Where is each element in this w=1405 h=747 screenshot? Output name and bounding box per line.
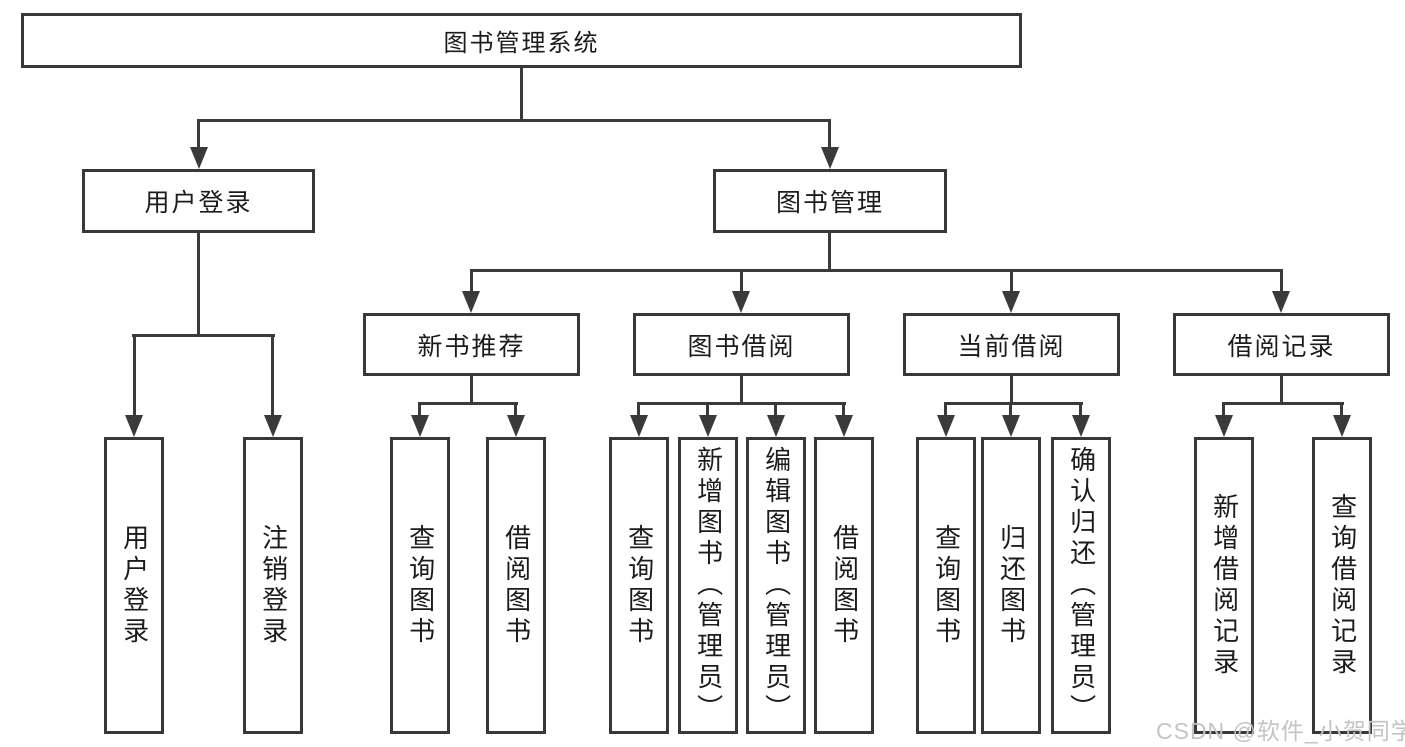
connector-root-stem: [520, 68, 523, 120]
connector-user-login-bus: [132, 334, 275, 337]
connector-stem-bb-borrow: [842, 402, 845, 417]
connector-new-books-bus: [418, 402, 518, 405]
connector-stem-nb-borrow: [514, 402, 517, 417]
connector-stem-leaf-logout: [271, 334, 274, 418]
connector-stem-br-add: [1222, 402, 1225, 417]
node-label: 编辑图书（管理员）: [761, 446, 792, 725]
arrow-to-nb-search: [411, 415, 429, 437]
arrow-to-bb-borrow: [835, 415, 853, 437]
arrow-to-book-mgmt: [821, 147, 839, 169]
node-leaf-logout: 注销登录: [243, 437, 303, 734]
node-label: 用户登录: [119, 523, 150, 648]
connector-stem-nb-search: [418, 402, 421, 417]
node-label: 借阅图书: [829, 523, 860, 648]
node-leaf-bb-edit-books-admin: 编辑图书（管理员）: [746, 437, 806, 734]
node-label: 图书借阅: [687, 332, 796, 361]
connector-stem-book-mgmt: [828, 119, 831, 150]
connector-stem-bb-search: [637, 402, 640, 417]
node-label: 当前借阅: [957, 332, 1066, 361]
connector-book-borrow-stem: [740, 376, 743, 404]
connector-stem-bb-add: [706, 402, 709, 417]
arrow-to-bb-search: [630, 415, 648, 437]
connector-stem-cb-confirm: [1079, 402, 1082, 417]
arrow-to-br-add: [1215, 415, 1233, 437]
arrow-to-cb-confirm: [1072, 415, 1090, 437]
node-leaf-cb-return-books: 归还图书: [981, 437, 1041, 734]
node-label: 查询借阅记录: [1327, 492, 1358, 679]
node-label: 查询图书: [931, 523, 962, 648]
connector-book-mgmt-stem: [828, 233, 831, 272]
connector-stem-new-books: [470, 269, 473, 293]
arrow-to-book-borrow: [732, 291, 750, 313]
node-book-mgmt: 图书管理: [713, 169, 947, 233]
connector-l2-bus: [197, 119, 831, 122]
connector-book-borrow-bus: [637, 402, 846, 405]
arrow-to-nb-borrow: [507, 415, 525, 437]
node-user-login: 用户登录: [82, 169, 315, 233]
node-label: 新书推荐: [417, 332, 526, 361]
node-new-books: 新书推荐: [363, 313, 580, 376]
node-leaf-user-login: 用户登录: [104, 437, 164, 734]
arrow-to-current-borrow: [1002, 291, 1020, 313]
arrow-to-leaf-user-login: [125, 415, 143, 437]
node-label: 借阅记录: [1227, 332, 1336, 361]
node-label: 查询图书: [624, 523, 655, 648]
node-root-library-system: 图书管理系统: [21, 13, 1022, 68]
node-leaf-nb-search-books: 查询图书: [390, 437, 450, 734]
connector-stem-user-login: [197, 119, 200, 150]
node-current-borrow: 当前借阅: [903, 313, 1120, 376]
node-book-borrow: 图书借阅: [633, 313, 850, 376]
node-label: 查询图书: [405, 523, 436, 648]
arrow-to-leaf-logout: [264, 415, 282, 437]
connector-current-borrow-stem: [1010, 376, 1013, 404]
node-leaf-br-search-record: 查询借阅记录: [1312, 437, 1372, 734]
node-label: 图书管理系统: [443, 30, 600, 57]
connector-new-books-stem: [470, 376, 473, 404]
arrow-to-bb-add: [699, 415, 717, 437]
node-label: 用户登录: [144, 189, 253, 217]
node-leaf-bb-borrow-books: 借阅图书: [814, 437, 874, 734]
connector-stem-cb-search: [944, 402, 947, 417]
node-leaf-bb-search-books: 查询图书: [609, 437, 669, 734]
connector-borrow-records-bus: [1222, 402, 1344, 405]
arrow-to-new-books: [462, 291, 480, 313]
connector-stem-leaf-user-login: [133, 334, 136, 418]
node-label: 注销登录: [258, 523, 289, 648]
connector-stem-borrow-records: [1280, 269, 1283, 293]
arrow-to-bb-edit: [767, 415, 785, 437]
node-label: 确认归还（管理员）: [1066, 446, 1097, 725]
connector-stem-br-search: [1340, 402, 1343, 417]
arrow-to-cb-search: [937, 415, 955, 437]
node-borrow-records: 借阅记录: [1173, 313, 1390, 376]
node-label: 归还图书: [996, 523, 1027, 648]
arrow-to-user-login: [190, 147, 208, 169]
csdn-watermark: CSDN @软件_小贺同学: [1156, 718, 1405, 744]
node-leaf-cb-search-books: 查询图书: [916, 437, 976, 734]
connector-user-login-stem: [197, 233, 200, 336]
node-leaf-bb-add-books-admin: 新增图书（管理员）: [678, 437, 738, 734]
connector-l3-bus: [470, 269, 1283, 272]
arrow-to-br-search: [1333, 415, 1351, 437]
node-leaf-br-add-record: 新增借阅记录: [1194, 437, 1254, 734]
connector-current-borrow-bus: [944, 402, 1083, 405]
node-leaf-cb-confirm-return-admin: 确认归还（管理员）: [1051, 437, 1111, 734]
connector-stem-cb-return: [1009, 402, 1012, 417]
connector-borrow-records-stem: [1280, 376, 1283, 404]
connector-stem-current-borrow: [1010, 269, 1013, 293]
arrow-to-borrow-records: [1272, 291, 1290, 313]
node-leaf-nb-borrow-books: 借阅图书: [486, 437, 546, 734]
connector-stem-bb-edit: [774, 402, 777, 417]
arrow-to-cb-return: [1002, 415, 1020, 437]
node-label: 借阅图书: [501, 523, 532, 648]
node-label: 新增图书（管理员）: [693, 446, 724, 725]
node-label: 新增借阅记录: [1209, 492, 1240, 679]
connector-stem-book-borrow: [740, 269, 743, 293]
node-label: 图书管理: [775, 189, 884, 217]
